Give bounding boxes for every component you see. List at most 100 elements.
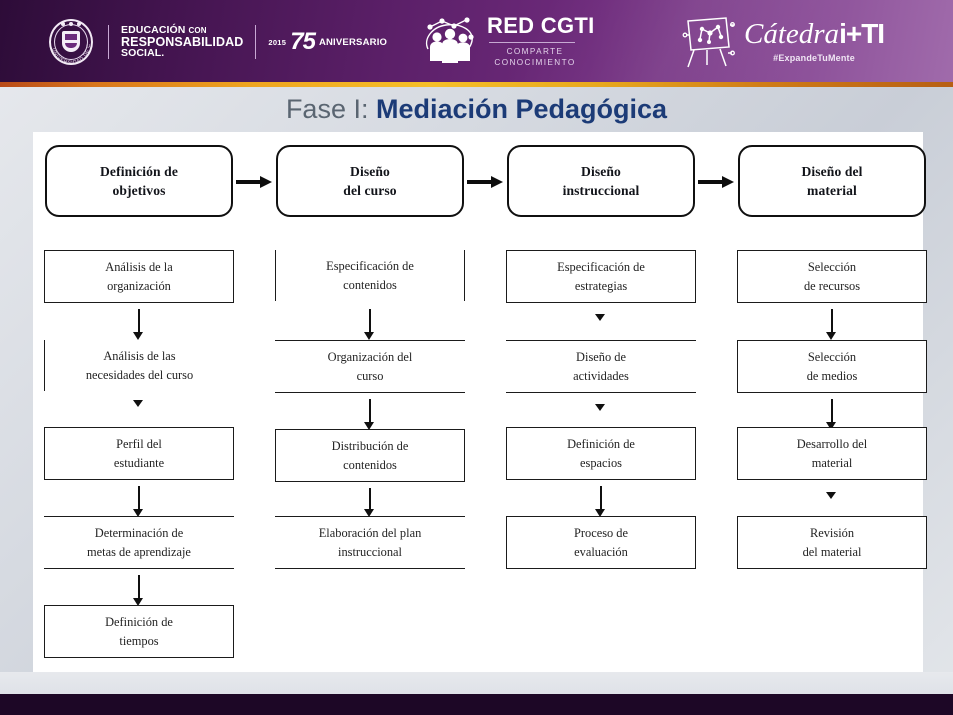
universidad-de-colima-logo: UNIVERSIDAD DE COLIMA EDUCACIÓN CON RESP… [46,16,387,68]
catedra-title-bold: i+TI [839,17,885,49]
stage-arrow-1 [236,176,272,188]
flow-item-c3-4-line-1: Proceso de [573,526,629,540]
stage-1-line-1: Definición de [100,163,178,179]
flow-arrow-c4-2 [826,399,838,430]
education-slogan: EDUCACIÓN CON RESPONSABILIDAD SOCIAL. [121,25,243,59]
flow-item-c3-4: Proceso de evaluación [506,516,696,570]
stage-4-line-2: material [807,183,857,198]
catedra-hashtag: #ExpandeTuMente [773,52,855,63]
stage-arrow-2 [467,176,503,188]
anniversary-badge: 2015 75 ANIVERSARIO [268,28,387,56]
slogan-line-2: RESPONSABILIDAD [121,34,244,49]
flow-item-c1-1: Análisis de la organización [44,250,234,304]
flow-arrow-c3-3 [595,486,607,517]
flow-item-c3-2-line-1: Diseño de [576,350,626,364]
catedra-iti-logo: Cátedrai+TI #ExpandeTuMente [680,12,885,70]
flow-arrow-c4-3 [826,492,838,504]
flow-item-c1-5-line-2: tiempos [119,633,159,648]
slide-title-emphasis: Mediación Pedagógica [375,94,668,124]
slide-title-prefix: Fase I: [285,94,376,124]
flow-item-c4-4: Revisión del material [737,516,927,570]
flow-item-c4-3: Desarrollo del material [737,427,927,481]
flow-item-c2-1-line-2: contenidos [343,277,397,292]
flow-item-c4-1-line-2: de recursos [803,278,861,293]
stage-box-4: Diseño del material [738,145,926,217]
flow-item-c1-2: Análisis de las necesidades del curso [44,340,234,392]
flow-item-c2-4: Elaboración del plan instruccional [275,516,465,570]
network-people-icon [424,15,476,69]
flow-item-c2-2: Organización del curso [275,340,465,394]
flow-item-c1-5: Definición de tiempos [44,605,234,659]
flow-item-c4-4-line-2: del material [802,544,862,559]
flow-arrow-c1-2 [133,400,145,412]
footer-gap [0,672,953,694]
stage-box-3: Diseño instruccional [507,145,695,217]
slogan-line-1: EDUCACIÓN [121,23,186,36]
flow-item-c3-1-line-1: Especificación de [557,260,645,274]
flow-item-c1-2-line-1: Análisis de las [103,349,176,363]
flow-item-c3-4-line-2: evaluación [574,544,628,559]
stage-3-line-1: Diseño [581,163,621,179]
flow-item-c1-4: Determinación de metas de aprendizaje [44,516,234,570]
slogan-line-3: SOCIAL. [121,47,165,60]
diagram-panel: Definición de objetivos Diseño del curso… [33,132,927,672]
flow-item-c1-5-line-1: Definición de [105,615,173,629]
flow-item-c3-1: Especificación de estrategias [506,250,696,304]
header-gold-rule [0,82,953,87]
stage-1-line-2: objetivos [112,183,166,198]
flow-item-c1-4-line-1: Determinación de [94,526,184,540]
flow-item-c3-3-line-2: espacios [580,455,622,470]
stage-2-line-2: del curso [343,183,397,198]
flow-item-c2-4-line-1: Elaboración del plan [318,526,422,540]
flow-item-c2-2-line-1: Organización del [327,350,413,364]
flow-item-c1-1-line-2: organización [107,278,171,293]
flow-item-c4-2-line-1: Selección [807,350,857,364]
flow-arrow-c2-1 [364,309,376,340]
anniversary-word: ANIVERSARIO [318,36,388,48]
catedra-title-script: Cátedra [744,17,840,50]
presentation-header-bar: UNIVERSIDAD DE COLIMA EDUCACIÓN CON RESP… [0,0,953,82]
flow-arrow-c1-3 [133,486,145,517]
flow-item-c3-2: Diseño de actividades [506,340,696,394]
red-cgti-subtitle-line-2: CONOCIMIENTO [494,58,576,67]
red-cgti-separator [489,42,575,44]
flow-item-c3-1-line-2: estrategias [574,278,628,293]
flow-item-c4-2-line-2: de medios [806,368,858,383]
flow-item-c2-1-line-1: Especificación de [326,259,414,273]
flow-item-c1-3-line-2: estudiante [113,455,165,470]
flow-arrow-c2-2 [364,399,376,430]
flow-arrow-c4-1 [826,309,838,340]
flow-arrow-c3-2 [595,404,607,416]
flow-item-c1-2-line-2: necesidades del curso [85,367,194,382]
footer-bar [0,694,953,715]
flow-item-c2-1: Especificación de contenidos [275,250,465,302]
universidad-de-colima-seal-icon: UNIVERSIDAD DE COLIMA [46,17,96,67]
flow-item-c3-2-line-2: actividades [573,368,629,383]
stage-box-2: Diseño del curso [276,145,464,217]
red-cgti-title: RED CGTI [487,13,595,39]
slogan-line-1-small: CON [188,25,207,35]
flow-item-c2-3-line-1: Distribución de [331,439,409,453]
anniversary-year: 2015 [268,37,287,47]
stage-box-1: Definición de objetivos [45,145,233,217]
anniversary-number: 75 [290,28,316,55]
red-cgti-subtitle-line-1: COMPARTE [506,47,564,57]
slide-title: Fase I: Mediación Pedagógica [0,92,953,126]
flow-arrow-c2-3 [364,488,376,517]
stage-arrow-3 [698,176,734,188]
flow-item-c1-3-line-1: Perfil del [116,437,162,451]
flow-item-c2-3: Distribución de contenidos [275,429,465,483]
flow-item-c1-3: Perfil del estudiante [44,427,234,481]
flow-arrow-c3-1 [595,314,607,326]
stage-2-line-1: Diseño [350,163,390,179]
logo-divider-1 [108,25,109,59]
red-cgti-logo: RED CGTI COMPARTE CONOCIMIENTO [424,14,595,70]
flow-item-c4-4-line-1: Revisión [809,526,855,540]
flow-item-c3-3-line-1: Definición de [567,437,635,451]
flow-item-c3-3: Definición de espacios [506,427,696,481]
stage-4-line-1: Diseño del [801,163,863,179]
flow-item-c4-1-line-1: Selección [807,260,857,274]
flow-item-c4-3-line-2: material [811,455,853,470]
flow-item-c4-1: Selección de recursos [737,250,927,304]
flow-item-c1-1-line-1: Análisis de la [105,260,173,274]
